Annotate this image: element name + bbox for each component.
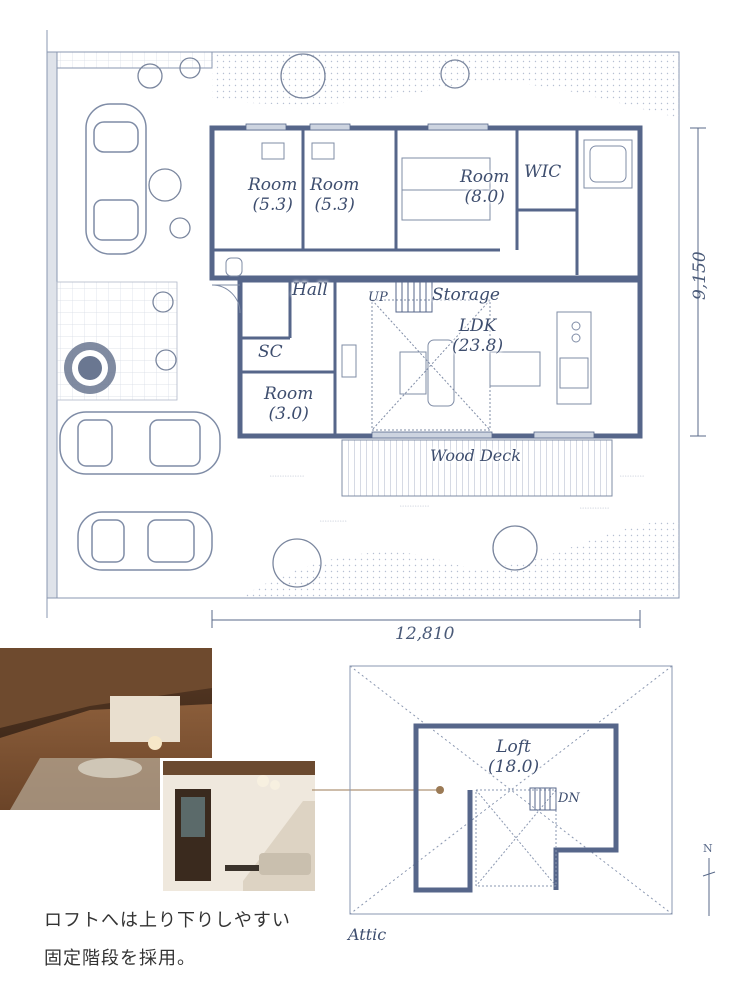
floor-plan: ﾞﾞﾞﾞﾞﾞﾞﾞﾞﾞﾞﾞﾞﾞ ﾞﾞﾞﾞﾞﾞﾞﾞﾞﾞﾞﾞ ﾞﾞﾞﾞﾞﾞﾞﾞﾞﾞﾞﾞ… [46,30,706,628]
north-label: N [703,842,713,855]
tree-large [64,342,116,394]
wood-deck-label: Wood Deck [430,446,521,465]
car-top [85,103,147,255]
dn-label: DN [558,791,580,806]
depth-dimension: 9,150 [690,251,710,300]
room-label-1: Room(5.3) [248,175,298,215]
sc-label: SC [258,342,283,362]
garden-south [240,520,679,598]
attic-label: Attic [348,925,387,944]
leader-line [312,786,444,794]
stair-up [395,281,433,313]
width-dimension: 12,810 [395,624,455,644]
caption-line-1: ロフトへは上り下りしやすい [44,910,291,931]
tree-shrubs [137,53,538,588]
windows [245,123,595,439]
planting-marks: ﾞﾞﾞﾞﾞﾞﾞﾞﾞﾞﾞﾞﾞﾞ ﾞﾞﾞﾞﾞﾞﾞﾞﾞﾞﾞﾞ ﾞﾞﾞﾞﾞﾞﾞﾞﾞﾞﾞﾞ… [270,475,645,527]
room-label-3: Room(8.0) [460,167,510,207]
ldk-label: LDK(23.8) [452,316,504,356]
svg-text:ﾞﾞﾞﾞﾞﾞﾞﾞﾞﾞﾞﾞ: ﾞﾞﾞﾞﾞﾞﾞﾞﾞﾞﾞﾞ [580,507,610,514]
svg-text:ﾞﾞﾞﾞﾞﾞﾞﾞﾞﾞ: ﾞﾞﾞﾞﾞﾞﾞﾞﾞﾞ [620,475,645,482]
north-arrow: N [700,842,720,918]
car-middle [59,411,221,475]
caption-line-2: 固定階段を採用。 [44,948,196,969]
wic-label: WIC [524,162,562,182]
car-bottom [77,511,213,571]
svg-text:ﾞﾞﾞﾞﾞﾞﾞﾞﾞﾞﾞﾞﾞﾞ: ﾞﾞﾞﾞﾞﾞﾞﾞﾞﾞﾞﾞﾞﾞ [270,475,305,482]
north-arrow-icon [702,858,716,916]
room-label-2: Room(5.3) [310,175,360,215]
stair-dn [529,787,557,811]
up-label: UP [368,290,388,305]
room-label-4: Room(3.0) [264,384,314,424]
svg-text:ﾞﾞﾞﾞﾞﾞﾞﾞﾞﾞﾞ: ﾞﾞﾞﾞﾞﾞﾞﾞﾞﾞﾞ [320,520,348,527]
svg-text:ﾞﾞﾞﾞﾞﾞﾞﾞﾞﾞﾞﾞ: ﾞﾞﾞﾞﾞﾞﾞﾞﾞﾞﾞﾞ [400,505,430,512]
wood-deck-surface [341,439,613,497]
living-photo [160,758,318,894]
loft-plan [349,665,673,915]
fixtures [211,139,633,431]
interior-walls [212,130,579,436]
dimension-lines [211,127,706,628]
hall-label: Hall [292,280,328,300]
storage-label: Storage [432,285,500,305]
loft-label: Loft(18.0) [488,737,540,777]
